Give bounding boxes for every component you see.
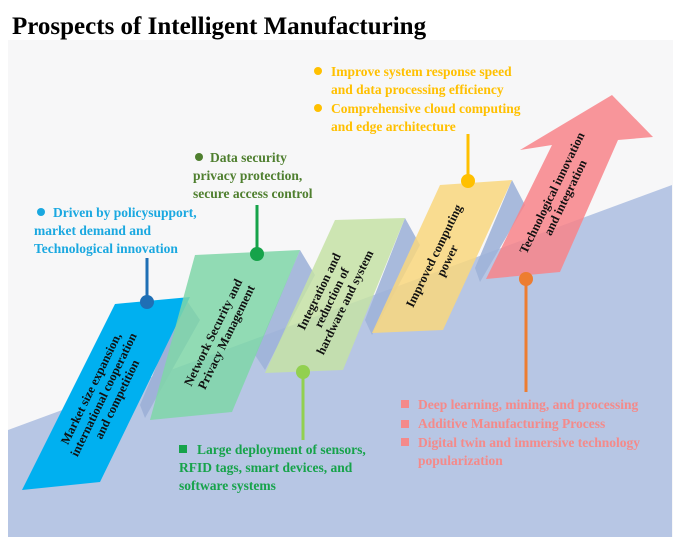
diagram-title: Prospects of Intelligent Manufacturing xyxy=(12,13,427,40)
stage4-dot xyxy=(461,174,475,188)
stage1-note-text: Driven by policysupport, market demand a… xyxy=(34,205,200,256)
bullet-icon xyxy=(314,104,322,112)
bullet-icon xyxy=(401,420,409,428)
bullet-icon xyxy=(195,153,203,161)
stage2-dot xyxy=(250,247,264,261)
stage4-note-text: Improve system response speed and data p… xyxy=(331,64,524,134)
stage2-shadow xyxy=(255,250,315,370)
bullet-icon xyxy=(401,438,409,446)
stage3-note: Large deployment of sensors, RFID tags, … xyxy=(179,442,369,493)
stage1-dot xyxy=(140,295,154,309)
stage5-note: Deep learning, mining, and processing Ad… xyxy=(401,397,643,468)
stage3-note-text: Large deployment of sensors, RFID tags, … xyxy=(179,442,369,493)
stage3-dot xyxy=(296,365,310,379)
stage1-panel xyxy=(22,297,190,490)
stage5-arrow xyxy=(486,95,653,279)
stage4-note: Improve system response speed and data p… xyxy=(314,64,524,134)
stage4-shadow xyxy=(475,180,525,282)
stage5-note-text: Deep learning, mining, and processing Ad… xyxy=(418,397,643,468)
bullet-icon xyxy=(179,445,187,453)
stage3-panel xyxy=(265,218,405,373)
stage1-note: Driven by policysupport, market demand a… xyxy=(34,205,200,256)
stage3-shadow xyxy=(365,218,420,335)
stage2-note: Data security privacy protection, secure… xyxy=(193,150,313,201)
stage2-panel xyxy=(150,250,300,420)
stage5-dot xyxy=(519,272,533,286)
bullet-icon xyxy=(401,400,409,408)
stage2-note-text: Data security privacy protection, secure… xyxy=(193,150,313,201)
bullet-icon xyxy=(314,67,322,75)
stage4-panel xyxy=(372,180,512,333)
bullet-icon xyxy=(37,208,45,216)
